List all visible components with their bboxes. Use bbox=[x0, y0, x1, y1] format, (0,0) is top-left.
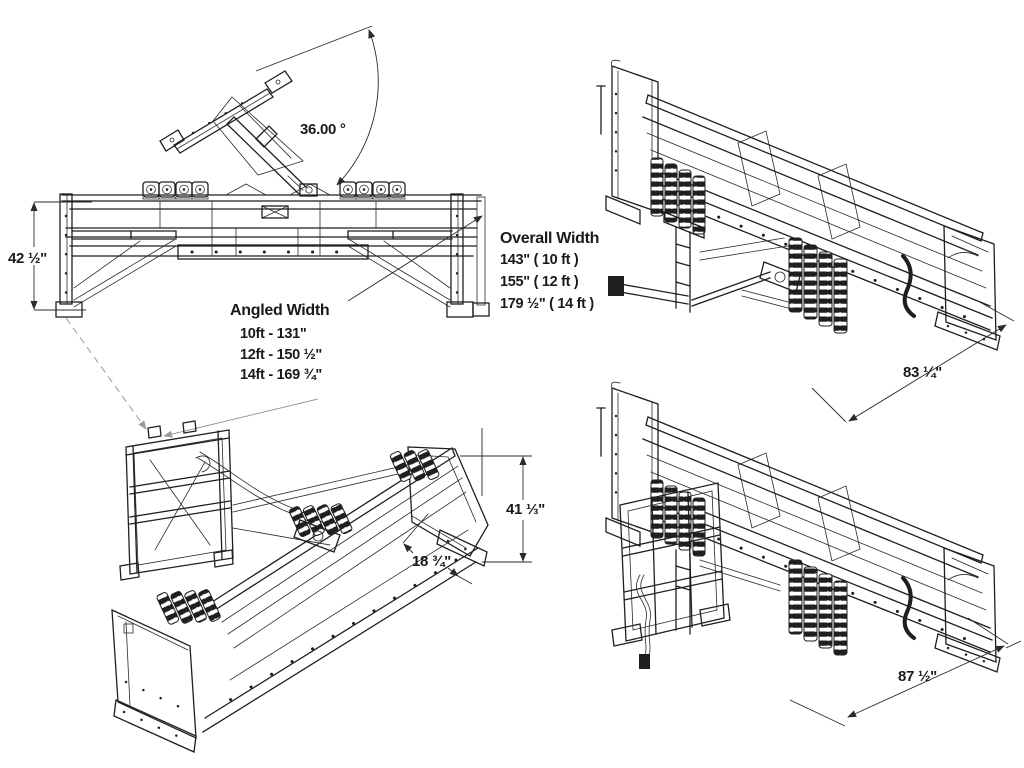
angled-width-row-10ft: 10ft - 131" bbox=[240, 326, 306, 342]
width-dimension-87-label: 87 ½" bbox=[898, 668, 937, 685]
angled-width-title: Angled Width bbox=[230, 302, 329, 319]
marker-rod bbox=[596, 85, 606, 135]
end-plate-left-flap bbox=[111, 608, 197, 753]
overall-width-row-12ft: 155" ( 12 ft ) bbox=[500, 274, 579, 290]
trip-springs-iso-left bbox=[156, 449, 440, 625]
edge-offset-dimension-label: 18 ¾" bbox=[412, 553, 451, 570]
trip-springs-iso-top bbox=[650, 157, 848, 334]
center-pivot-brackets bbox=[221, 183, 335, 219]
center-mount-iso-top bbox=[608, 211, 801, 313]
view-iso-front-left: 41 ⅓" 18 ¾" bbox=[111, 420, 545, 753]
view-connector-dashed bbox=[65, 317, 147, 430]
edge-offset-dimension-18 bbox=[402, 513, 473, 585]
angled-width-table: Angled Width 10ft - 131" 12ft - 150 ½" 1… bbox=[230, 302, 330, 383]
overall-width-title: Overall Width bbox=[500, 230, 599, 247]
moldboard-iso-top bbox=[642, 94, 993, 331]
cutting-edge-bar bbox=[177, 244, 369, 260]
trip-edge-arm bbox=[901, 254, 916, 318]
hose-plug bbox=[639, 654, 650, 669]
hitch-clevis bbox=[608, 276, 624, 296]
angle-dimension-label: 36.00 ° bbox=[300, 121, 346, 138]
lift-cylinder bbox=[226, 116, 307, 195]
height-dimension-41-label: 41 ⅓" bbox=[506, 501, 545, 518]
end-plate-left bbox=[55, 193, 177, 318]
view-iso-rear-right: 83 ¼" bbox=[596, 59, 1015, 423]
moldboard-iso-left bbox=[202, 447, 479, 733]
end-plate-right bbox=[347, 193, 490, 318]
quick-attach-frame bbox=[611, 482, 781, 647]
push-frame-raised bbox=[159, 70, 313, 195]
height-dimension-label: 42 ½" bbox=[8, 250, 47, 267]
angled-width-leader bbox=[347, 215, 483, 302]
angled-width-row-14ft: 14ft - 169 ¾" bbox=[240, 367, 322, 383]
overall-width-row-10ft: 143" ( 10 ft ) bbox=[500, 252, 579, 268]
angled-width-row-12ft: 12ft - 150 ½" bbox=[240, 347, 322, 363]
width-dimension-87 bbox=[789, 617, 1022, 727]
height-dimension bbox=[30, 201, 92, 311]
width-dimension-83-label: 83 ¼" bbox=[903, 364, 942, 381]
moldboard-iso-bottom bbox=[642, 416, 993, 653]
hydraulic-hose-coil bbox=[635, 574, 651, 669]
mount-frame bbox=[119, 420, 234, 581]
height-dimension-41 bbox=[460, 428, 532, 563]
view-connector-arrow bbox=[163, 398, 319, 438]
overall-width-row-14ft: 179 ½" ( 14 ft ) bbox=[500, 296, 594, 312]
end-plate-left-iso-top bbox=[596, 59, 659, 225]
view-iso-rear-left: 87 ½" bbox=[596, 381, 1022, 727]
overall-width-table: Overall Width 143" ( 10 ft ) 155" ( 12 f… bbox=[500, 230, 599, 312]
end-plate-left-iso-bottom bbox=[596, 381, 659, 547]
view-front-elevation: 36.00 ° 42 ½" Overall Width 143" ( 10 ft… bbox=[8, 25, 599, 438]
trip-spring-packs-front bbox=[142, 181, 406, 200]
width-dimension-83 bbox=[811, 299, 1015, 423]
angle-dimension bbox=[255, 25, 379, 186]
moldboard-front bbox=[61, 194, 482, 260]
